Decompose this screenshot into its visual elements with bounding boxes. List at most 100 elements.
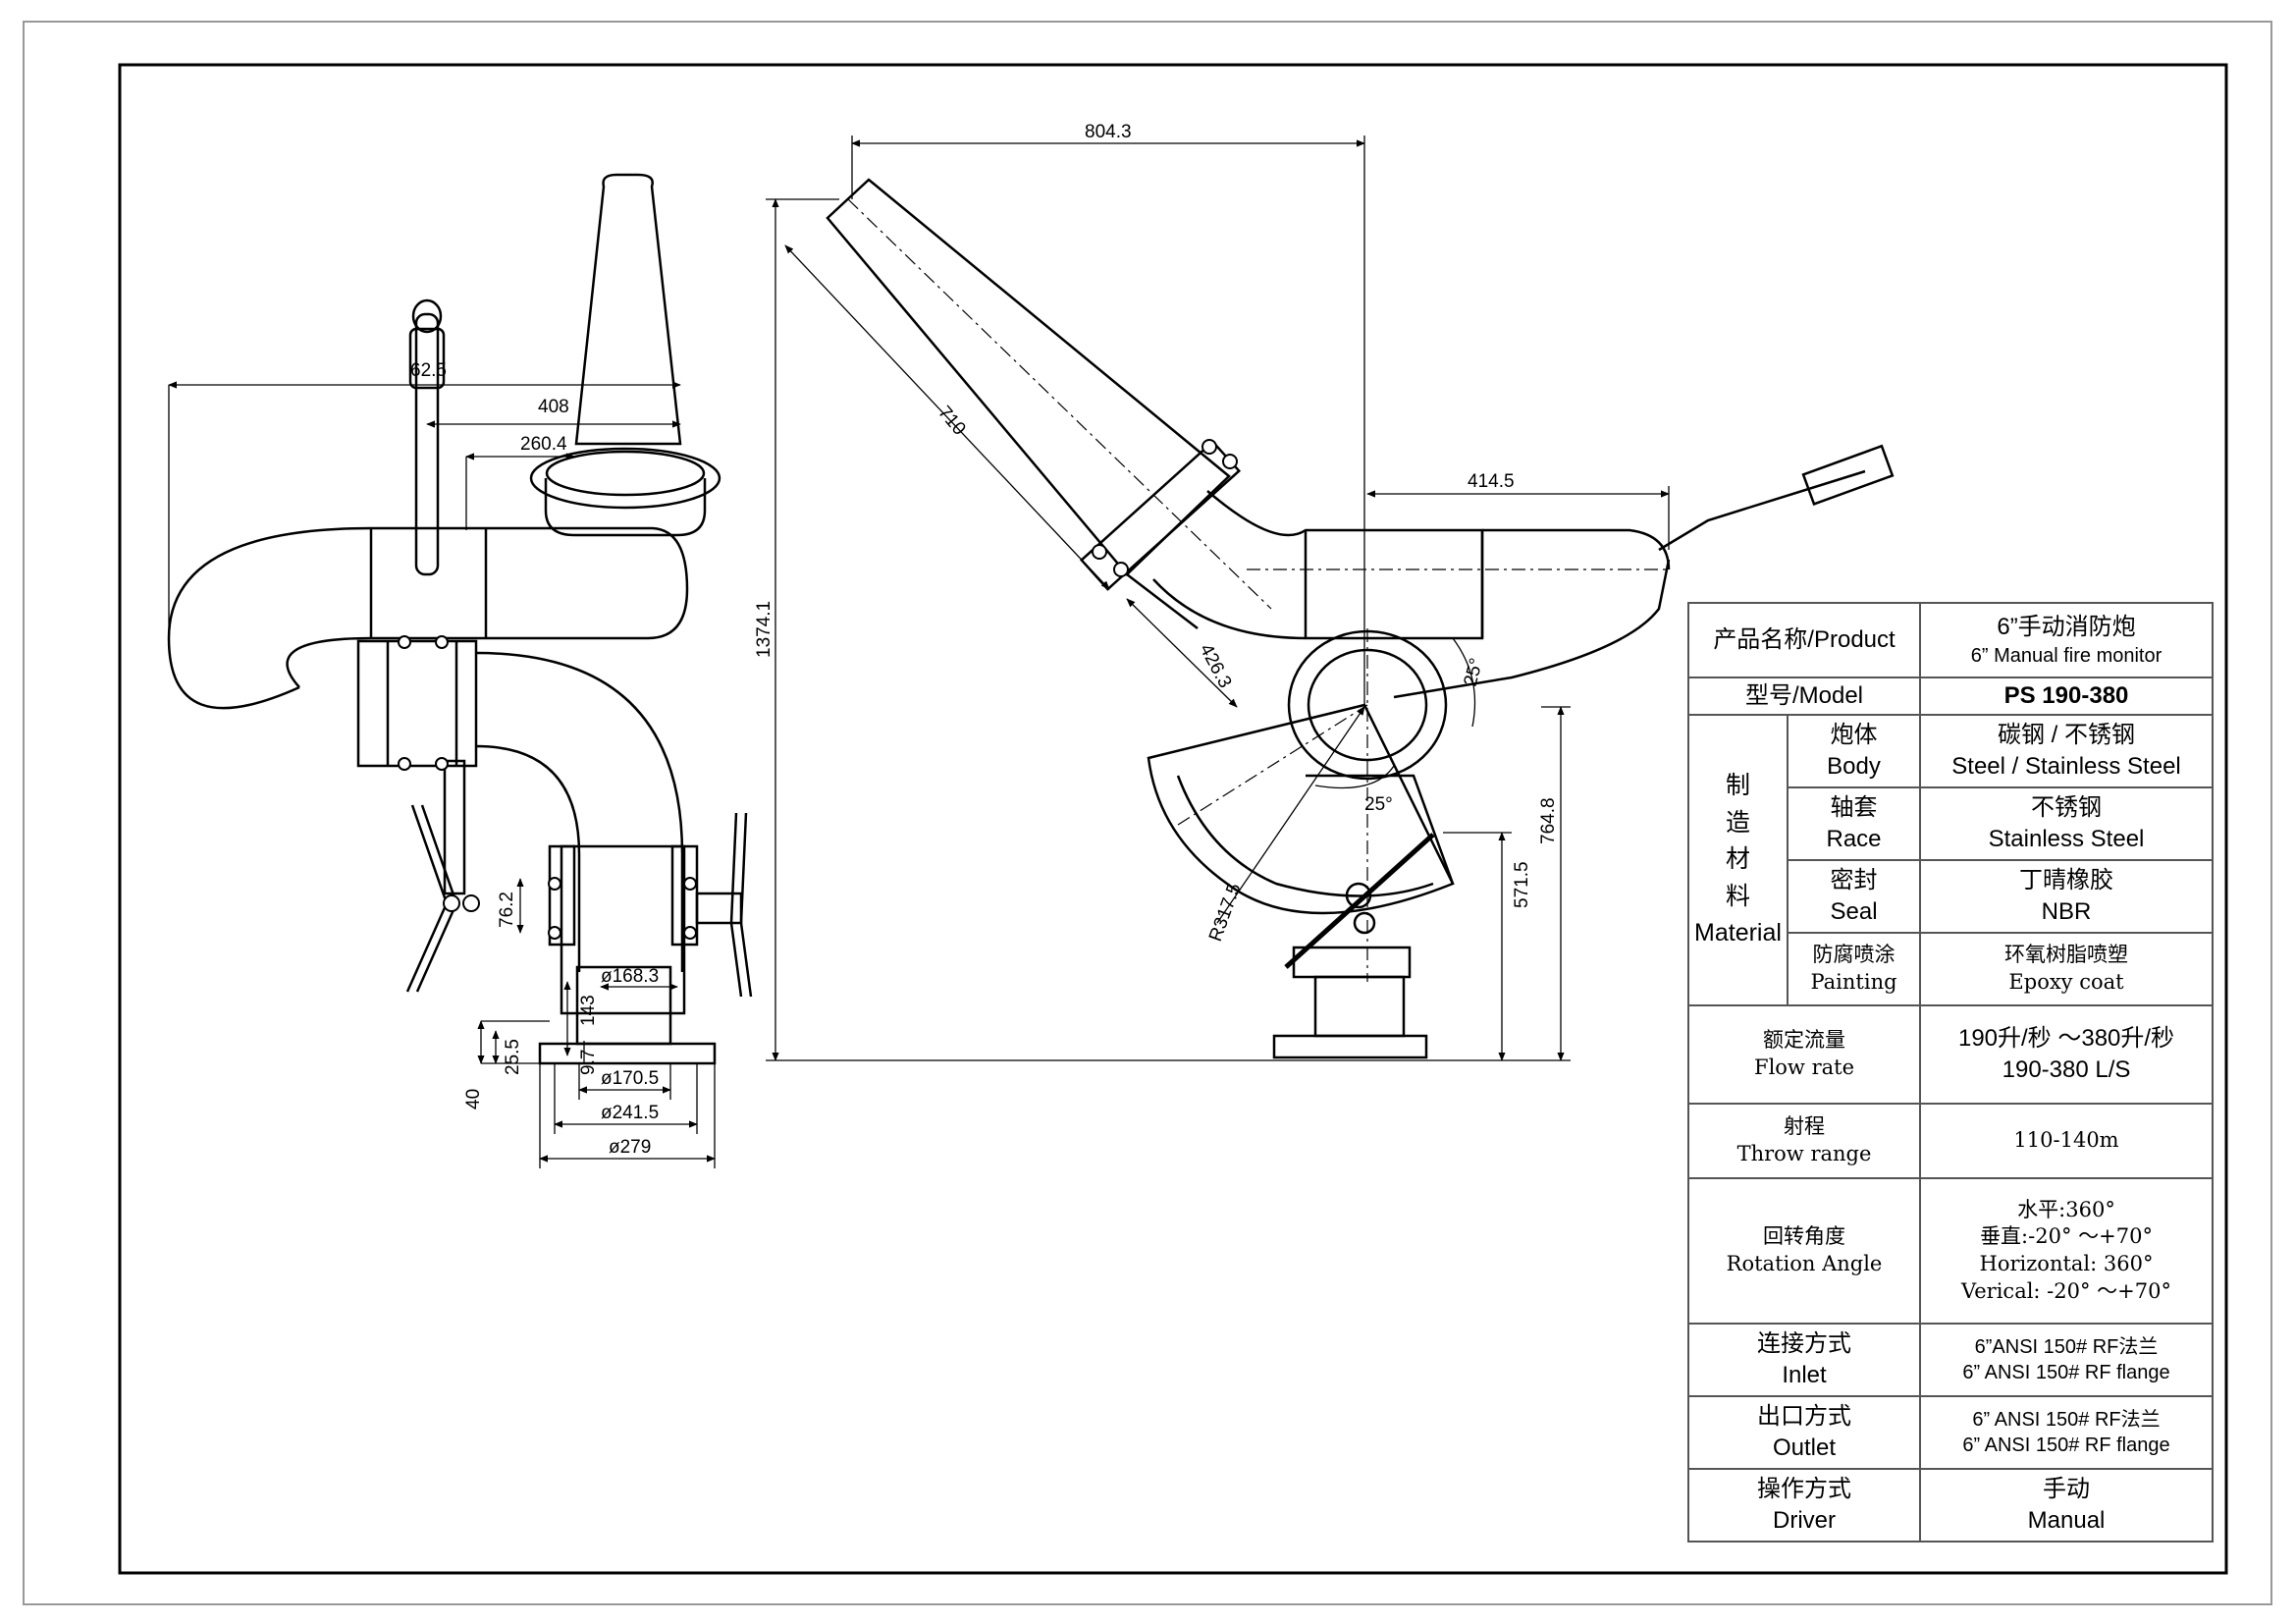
dim-426-3: 426.3 — [1196, 640, 1236, 691]
side-view-dims — [168, 381, 716, 1168]
body-value-en: Steel / Stainless Steel — [1951, 753, 2181, 780]
side-view-bolts — [398, 635, 697, 940]
throw-value: 110-140m — [1919, 1103, 2215, 1179]
model-value: PS 190-380 — [1919, 677, 2215, 716]
lock-rod — [1284, 833, 1435, 969]
dim-414-5: 414.5 — [1468, 471, 1515, 492]
inlet-label-cn: 连接方式 — [1757, 1330, 1851, 1358]
row-material-painting: 防腐喷涂 Painting 环氧树脂喷塑 Epoxy coat — [1688, 932, 2215, 1006]
race-value-en: Stainless Steel — [1988, 826, 2145, 852]
rotation-label-en: Rotation Angle — [1726, 1252, 1883, 1275]
dim-804-3: 804.3 — [1085, 122, 1132, 142]
driver-label-en: Driver — [1773, 1507, 1836, 1534]
row-rotation: 回转角度 Rotation Angle 水平:360° 垂直:-20° ～+70… — [1686, 1177, 2215, 1325]
product-name-en: 6” Manual fire monitor — [1970, 644, 2163, 667]
dim-9-7: 9.7 — [578, 1050, 599, 1075]
dim-1374-1: 1374.1 — [754, 601, 774, 658]
dim-76-2: 76.2 — [497, 892, 517, 928]
outlet-label-en: Outlet — [1772, 1435, 1837, 1461]
dim-279: ø279 — [609, 1137, 651, 1158]
flow-label-en: Flow rate — [1754, 1056, 1855, 1079]
dim-143: 143 — [578, 995, 599, 1026]
driver-value-en: Manual — [2027, 1507, 2106, 1534]
down-elbow — [475, 651, 684, 972]
dim-25-5: 25.5 — [503, 1039, 523, 1075]
row-product: 产品名称/Product 6”手动消防炮 6” Manual fire moni… — [1686, 602, 2215, 678]
dim-764-8: 764.8 — [1538, 797, 1559, 844]
dim-408: 408 — [538, 397, 569, 417]
front-elbow — [1152, 490, 1484, 640]
painting-value-en: Epoxy coat — [2008, 970, 2124, 994]
race-value-cn: 不锈钢 — [2031, 794, 2103, 822]
row-model: 型号/Model PS 190-380 — [1686, 677, 2215, 716]
throw-label-en: Throw range — [1736, 1142, 1872, 1165]
handle-rod — [1658, 469, 1866, 552]
row-material-seal: 密封 Seal 丁晴橡胶 NBR — [1688, 859, 2215, 934]
handle-grip — [1801, 444, 1895, 507]
model-label: 型号/Model — [1686, 677, 1922, 716]
front-base-flange — [1272, 1034, 1428, 1059]
outlet-value-cn: 6” ANSI 150# RF法兰 — [1972, 1408, 2161, 1431]
top-flange — [529, 447, 721, 510]
side-view — [167, 173, 753, 1065]
dim-168-3: ø168.3 — [601, 966, 659, 987]
rotation-horizontal-cn: 水平:360° — [2017, 1197, 2115, 1221]
driver-value-cn: 手动 — [2043, 1476, 2091, 1503]
dim-170-5: ø170.5 — [601, 1068, 659, 1089]
driver-label-cn: 操作方式 — [1757, 1476, 1851, 1503]
seal-value-cn: 丁晴橡胶 — [2019, 867, 2114, 894]
rotation-label-cn: 回转角度 — [1763, 1224, 1845, 1249]
base-flange — [538, 1042, 717, 1065]
outlet-value-en: 6” ANSI 150# RF flange — [1962, 1435, 2170, 1456]
loop-bend — [167, 526, 372, 710]
dim-260-4: 260.4 — [520, 434, 567, 455]
race-label-en: Race — [1826, 826, 1882, 852]
product-name-cn: 6”手动消防炮 — [1997, 613, 2136, 640]
race-label-cn: 轴套 — [1830, 794, 1878, 822]
left-arm — [405, 804, 449, 993]
material-en: Material — [1694, 919, 1782, 947]
painting-label-cn: 防腐喷涂 — [1812, 943, 1896, 967]
inlet-value-en: 6” ANSI 150# RF flange — [1962, 1362, 2170, 1383]
seal-label-cn: 密封 — [1830, 867, 1878, 894]
row-material-race: 轴套 Race 不锈钢 Stainless Steel — [1688, 786, 2215, 861]
flow-value-cn: 190升/秒 ～380升/秒 — [1957, 1025, 2175, 1053]
body-label-cn: 炮体 — [1830, 722, 1878, 749]
dim-571-5: 571.5 — [1512, 861, 1532, 908]
rotation-horizontal-en: Horizontal: 360° — [1979, 1252, 2154, 1275]
product-label: 产品名称/Product — [1686, 602, 1922, 678]
spec-table: 产品名称/Product 6”手动消防炮 6” Manual fire moni… — [1686, 602, 2215, 1543]
inner-border — [118, 63, 2228, 1575]
material-cn-4: 料 — [1725, 882, 1750, 910]
flow-value-en: 190-380 L/S — [2002, 1056, 2131, 1083]
row-material-body: 制 造 材 料 Material 炮体 Body 碳钢 / 不锈钢 Steel … — [1687, 714, 2215, 1006]
dim-angle-top: 25° — [1461, 656, 1488, 688]
dim-40: 40 — [463, 1089, 484, 1110]
dim-241-5: ø241.5 — [601, 1103, 659, 1123]
material-group-label: 制 造 材 料 Material — [1687, 714, 1789, 1006]
inlet-value-cn: 6”ANSI 150# RF法兰 — [1974, 1335, 2159, 1358]
body-label-en: Body — [1827, 753, 1881, 780]
row-outlet: 出口方式 Outlet 6” ANSI 150# RF法兰 6” ANSI 15… — [1686, 1395, 2215, 1470]
painting-label-en: Painting — [1810, 970, 1897, 994]
front-view-dims — [766, 135, 1670, 1061]
front-view-bolts — [1092, 439, 1238, 577]
row-inlet: 连接方式 Inlet 6”ANSI 150# RF法兰 6” ANSI 150#… — [1686, 1323, 2215, 1397]
outlet-label-cn: 出口方式 — [1757, 1403, 1851, 1431]
painting-value-cn: 环氧树脂喷塑 — [2004, 943, 2129, 967]
dim-angle-mid: 25° — [1364, 794, 1393, 815]
outer-border — [23, 21, 2272, 1605]
barrel — [826, 178, 1231, 576]
handle-bar — [414, 312, 440, 576]
swivel-joint — [356, 639, 478, 768]
material-cn-1: 制 — [1725, 772, 1750, 800]
rotation-vertical-cn: 垂直:-20° ～+70° — [1980, 1224, 2153, 1249]
seal-value-en: NBR — [2041, 898, 2092, 925]
dim-62-5: 62.5 — [410, 360, 447, 381]
row-flow: 额定流量 Flow rate 190升/秒 ～380升/秒 190-380 L/… — [1686, 1004, 2215, 1105]
dim-r317-5: R317.5 — [1205, 881, 1246, 945]
material-cn-2: 造 — [1725, 808, 1750, 837]
seal-label-en: Seal — [1830, 898, 1878, 925]
right-arm — [729, 812, 743, 998]
